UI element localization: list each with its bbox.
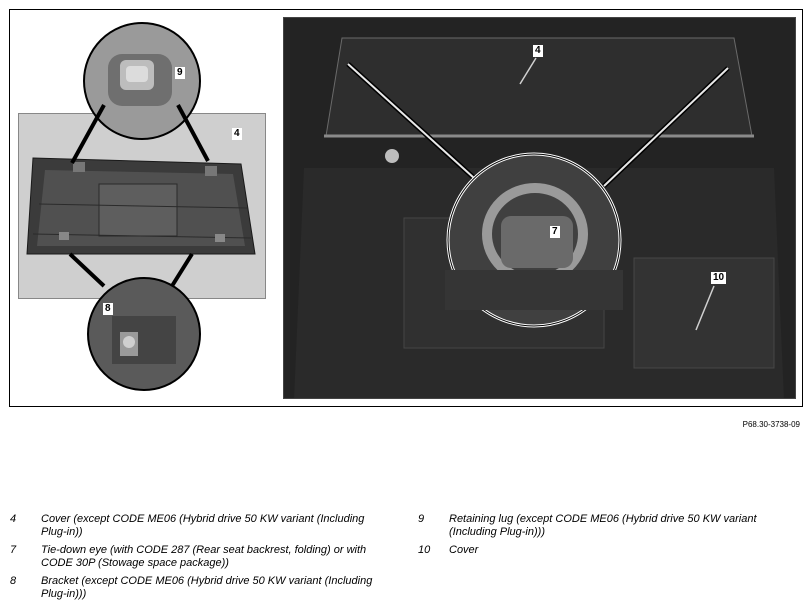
legend-text: Cover (except CODE ME06 (Hybrid drive 50… xyxy=(41,513,365,538)
legend-item: 10 Cover xyxy=(418,544,798,557)
legend-item: 8 Bracket (except CODE ME06 (Hybrid driv… xyxy=(10,575,390,601)
legend-number: 10 xyxy=(418,544,431,556)
legend-text: Retaining lug (except CODE ME06 (Hybrid … xyxy=(449,513,757,538)
legend-text: Cover xyxy=(449,544,479,556)
zoom-retaining-lug xyxy=(83,22,201,140)
legend-number: 9 xyxy=(418,513,425,525)
legend-number: 7 xyxy=(10,544,17,556)
legend-number: 4 xyxy=(10,513,17,525)
connector-lines-top xyxy=(70,104,210,164)
cover-part-photo xyxy=(18,113,266,299)
legend-right: 9 Retaining lug (except CODE ME06 (Hybri… xyxy=(418,513,798,562)
connector-lines-bottom xyxy=(68,252,194,288)
legend-item: 7 Tie-down eye (with CODE 287 (Rear seat… xyxy=(10,544,390,570)
legend-text: Tie-down eye (with CODE 287 (Rear seat b… xyxy=(41,544,367,569)
cover-part-drawing xyxy=(19,114,265,298)
legend-item: 9 Retaining lug (except CODE ME06 (Hybri… xyxy=(418,513,798,539)
legend-left: 4 Cover (except CODE ME06 (Hybrid drive … xyxy=(10,513,390,606)
callout-9: 9 xyxy=(175,67,185,79)
callout-4-right: 4 xyxy=(533,45,543,57)
legend-number: 8 xyxy=(10,575,17,587)
legend-item: 4 Cover (except CODE ME06 (Hybrid drive … xyxy=(10,513,390,539)
callout-7: 7 xyxy=(550,226,560,238)
figure-code: P68.30-3738-09 xyxy=(742,420,800,429)
callout-4-left: 4 xyxy=(232,128,242,140)
zoom-bracket xyxy=(87,277,201,391)
callout-8: 8 xyxy=(103,303,113,315)
legend-text: Bracket (except CODE ME06 (Hybrid drive … xyxy=(41,575,373,600)
callout-10: 10 xyxy=(711,272,727,284)
zoom-tie-down-eye xyxy=(445,152,623,328)
